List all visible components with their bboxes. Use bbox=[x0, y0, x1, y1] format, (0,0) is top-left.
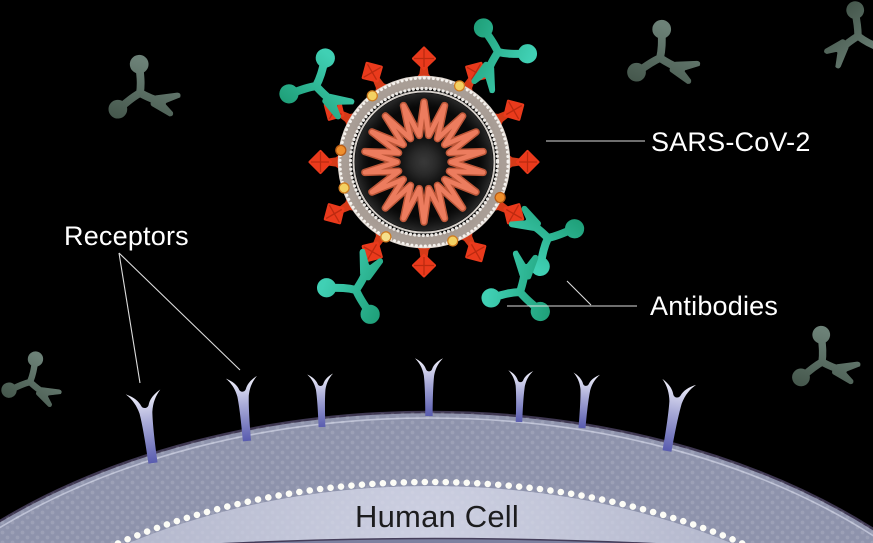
receptors-leader-line-1 bbox=[118, 252, 141, 384]
antibodies-leader-diagonal bbox=[566, 280, 592, 306]
antibody-free bbox=[780, 323, 869, 412]
antibodies-label: Antibodies bbox=[650, 291, 779, 321]
receptors-leader-line-2 bbox=[118, 252, 241, 371]
virus-membrane-proteins bbox=[335, 80, 506, 247]
antibody-bound bbox=[479, 242, 572, 335]
human-cell bbox=[0, 410, 873, 543]
membrane-protein-dot bbox=[335, 144, 347, 156]
membrane-protein-dot bbox=[494, 191, 506, 204]
virus-envelope-band bbox=[339, 77, 509, 247]
receptor bbox=[568, 372, 601, 430]
antibody-bound bbox=[314, 239, 410, 335]
membrane-protein-dot bbox=[453, 80, 466, 92]
antibody-free bbox=[811, 0, 873, 77]
receptors-label: Receptors bbox=[64, 221, 189, 251]
antibody-free bbox=[0, 349, 69, 425]
virus-envelope-beads-inner bbox=[348, 86, 500, 238]
membrane-protein-dot bbox=[447, 235, 459, 247]
antibody-free bbox=[96, 52, 190, 145]
human-cell-label: Human Cell bbox=[355, 499, 519, 534]
leader-lines bbox=[118, 140, 645, 384]
membrane-protein-dot bbox=[380, 231, 392, 243]
receptor bbox=[414, 358, 444, 416]
cell-interior-texture bbox=[129, 486, 731, 543]
membrane-protein-dot bbox=[338, 182, 350, 194]
cell-inner-structure bbox=[221, 537, 656, 543]
antibody-free bbox=[615, 17, 709, 111]
antibody-bound bbox=[499, 184, 594, 279]
virus-envelope-inner-edge bbox=[352, 90, 496, 234]
virus-envelope-beads-outer bbox=[338, 76, 510, 248]
sars-cov-2-virion bbox=[308, 46, 540, 278]
virus-label: SARS-CoV-2 bbox=[651, 127, 811, 157]
membrane-protein-dot bbox=[366, 90, 378, 102]
